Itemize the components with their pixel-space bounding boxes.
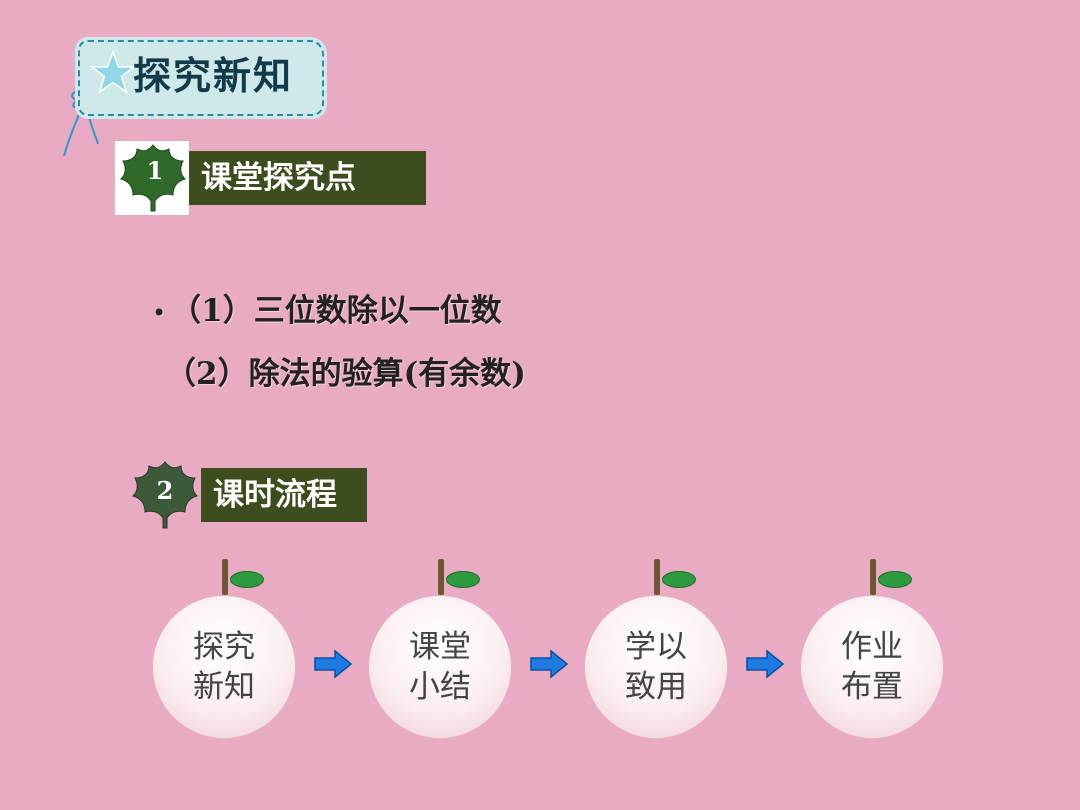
flow-circle	[584, 595, 728, 739]
stem	[654, 559, 660, 595]
flow-step-line-1: 学以	[625, 629, 687, 665]
flow-step-line-1: 作业	[841, 629, 903, 665]
flow-step-label: 课堂 小结	[368, 595, 512, 739]
flow-step-line-1: 课堂	[409, 629, 471, 665]
leaf-icon	[878, 571, 912, 588]
leaf-icon	[446, 571, 480, 588]
flow-circle	[152, 595, 296, 739]
flow-step-label: 作业 布置	[800, 595, 944, 739]
flow-step-line-1: 探究	[193, 629, 255, 665]
arrow-right-icon	[314, 649, 353, 679]
section-1-heading: 课堂探究点	[189, 151, 426, 205]
leaf-icon	[120, 144, 186, 212]
content-line-2: （2）除法的验算(有余数)	[165, 356, 526, 392]
section-1-number: 1	[146, 156, 164, 185]
flow-circle	[368, 595, 512, 739]
flow-step-line-2: 致用	[625, 669, 687, 705]
section-2-heading: 课时流程	[201, 468, 367, 522]
flow-step-label: 探究 新知	[152, 595, 296, 739]
flow-step-label: 学以 致用	[584, 595, 728, 739]
arrow-right-icon	[530, 649, 569, 679]
flow-step-line-2: 布置	[841, 669, 903, 705]
flow-step-4: 作业 布置	[800, 559, 946, 739]
stem	[438, 559, 444, 595]
content-line-1: •（1）三位数除以一位数	[152, 285, 502, 330]
bullet: •	[152, 299, 167, 327]
star-icon	[90, 50, 136, 94]
section-2-number: 2	[156, 476, 174, 505]
flow-step-line-2: 新知	[193, 669, 255, 705]
flow-circle	[800, 595, 944, 739]
stem	[222, 559, 228, 595]
flow-step-2: 课堂 小结	[368, 559, 514, 739]
arrow-right-icon	[746, 649, 785, 679]
stem	[870, 559, 876, 595]
leaf-icon	[230, 571, 264, 588]
content-line-1-text: （1）三位数除以一位数	[170, 293, 502, 329]
leaf-icon	[662, 571, 696, 588]
page-title: 探究新知	[133, 54, 294, 98]
flow-step-1: 探究 新知	[152, 559, 298, 739]
flow-step-line-2: 小结	[409, 669, 471, 705]
flow-step-3: 学以 致用	[584, 559, 730, 739]
leaf-icon	[132, 461, 198, 529]
